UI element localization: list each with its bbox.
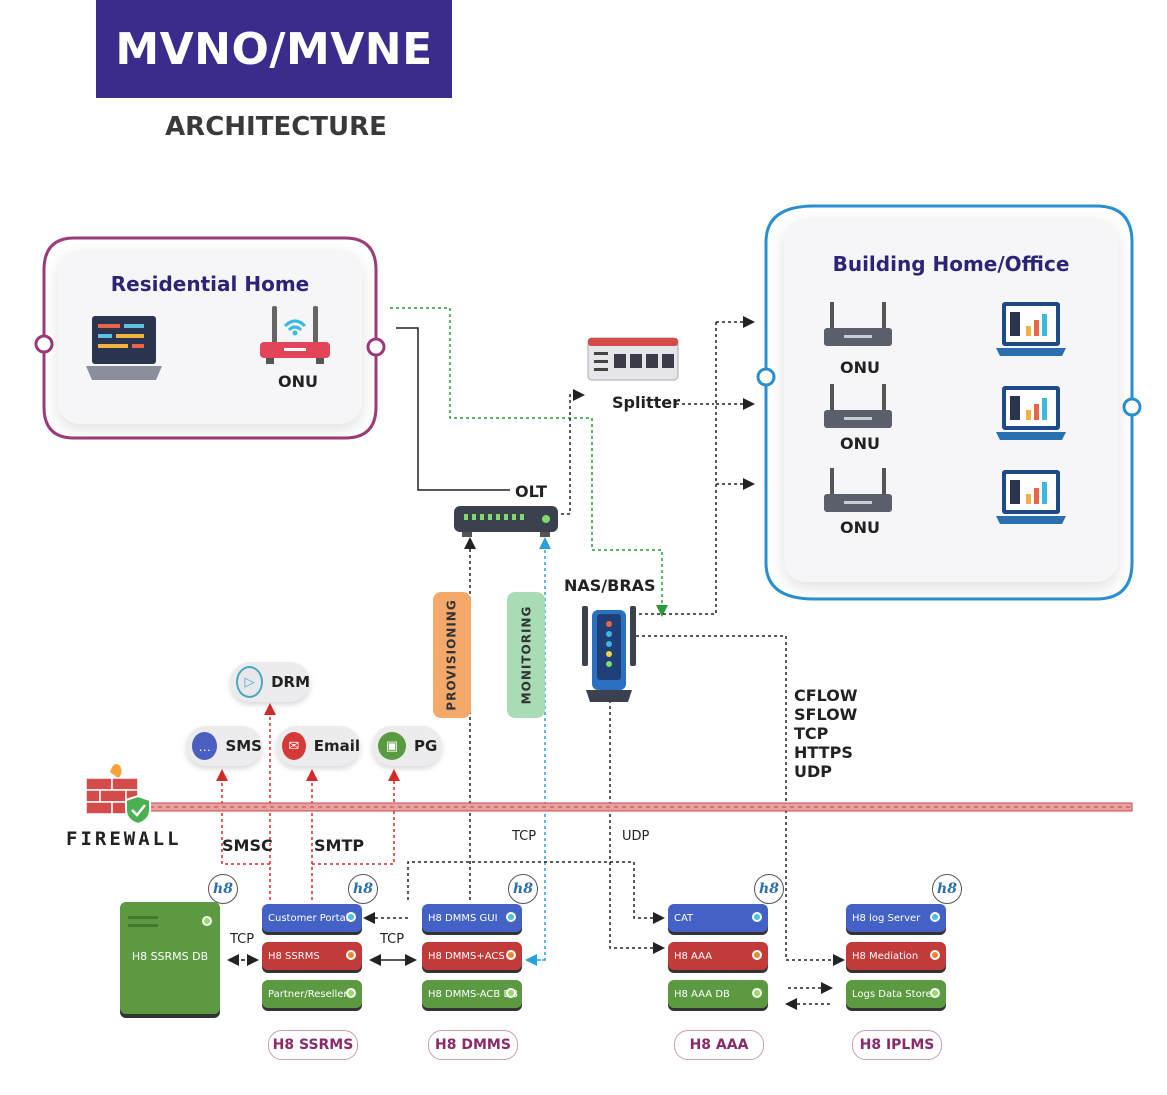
olt-device-icon [454, 506, 558, 537]
aaa-group-label: H8 AAA [674, 1030, 764, 1060]
pg-label: PG [414, 737, 438, 755]
laptop-icon [86, 316, 162, 380]
drm-service: ▷ DRM [230, 662, 310, 702]
title-banner: MVNO/MVNE [96, 0, 452, 98]
payment-icon: ▣ [378, 732, 406, 760]
status-led [346, 950, 356, 960]
residential-title: Residential Home [110, 272, 310, 296]
page-title: MVNO/MVNE [115, 23, 433, 75]
tcp-label-db: TCP [230, 932, 255, 947]
provisioning-label: PROVISIONING [445, 599, 459, 711]
status-led [930, 950, 940, 960]
ssrms-module: H8 SSRMS [262, 942, 362, 970]
status-led [752, 950, 762, 960]
firewall-label: FIREWALL [66, 828, 182, 850]
splitter-label: Splitter [612, 393, 680, 412]
splitter-icon [587, 337, 679, 381]
h8-logo-icon: h8 [348, 874, 378, 904]
status-led [346, 988, 356, 998]
email-label: Email [313, 737, 360, 755]
aaa-module: H8 AAA [668, 942, 768, 970]
laptop-chart-icon [996, 470, 1066, 524]
residential-onu-label: ONU [278, 372, 318, 391]
email-service: ✉ Email [276, 726, 360, 766]
status-led [506, 988, 516, 998]
h8-logo-icon: h8 [754, 874, 784, 904]
building-onu-label-2: ONU [840, 434, 880, 453]
laptop-chart-icon [996, 386, 1066, 440]
building-onu-icon [824, 468, 892, 512]
customer-portal-module: Customer Portal [262, 904, 362, 932]
status-led [506, 912, 516, 922]
dmms-group-label: H8 DMMS [428, 1030, 518, 1060]
dmms-gui-module: H8 DMMS GUI [422, 904, 522, 932]
dmms-acb-db-module: H8 DMMS-ACB DB [422, 980, 522, 1008]
status-led [752, 912, 762, 922]
tcp-label-dmms: TCP [380, 932, 405, 947]
status-led [506, 950, 516, 960]
iplms-group-label: H8 IPLMS [852, 1030, 942, 1060]
status-led [930, 912, 940, 922]
dmms-acs-module: H8 DMMS+ACS [422, 942, 522, 970]
ssrms-db-server: H8 SSRMS DB [120, 902, 220, 1014]
h8-logo-icon: h8 [508, 874, 538, 904]
page-subtitle: ARCHITECTURE [165, 112, 387, 142]
mail-icon: ✉ [282, 732, 306, 760]
h8-logo-icon: h8 [208, 874, 238, 904]
logs-data-store-module: Logs Data Store [846, 980, 946, 1008]
cat-module: CAT [668, 904, 768, 932]
nas-bras-device-icon [582, 606, 636, 702]
building-onu-icon [824, 302, 892, 346]
log-server-module: H8 log Server [846, 904, 946, 932]
db-vent [128, 924, 158, 927]
onu-router-icon [260, 306, 330, 364]
ssrms-db-label: H8 SSRMS DB [131, 950, 209, 963]
monitoring-label: MONITORING [519, 605, 534, 705]
protocol-cflow: CFLOW [794, 686, 858, 705]
ssrms-group-label: H8 SSRMS [268, 1030, 358, 1060]
protocol-tcp: TCP [794, 724, 829, 743]
pg-service: ▣ PG [372, 726, 442, 766]
nas-bras-label: NAS/BRAS [564, 576, 656, 595]
drm-label: DRM [271, 673, 310, 691]
aaa-db-module: H8 AAA DB [668, 980, 768, 1008]
status-led [346, 912, 356, 922]
sms-label: SMS [225, 737, 262, 755]
protocol-https: HTTPS [794, 743, 853, 762]
status-led [930, 988, 940, 998]
status-led [752, 988, 762, 998]
db-led [202, 916, 212, 926]
tcp-label-top: TCP [512, 829, 537, 844]
chat-icon: … [192, 732, 218, 760]
olt-label: OLT [515, 482, 548, 501]
smsc-label: SMSC [222, 836, 273, 855]
firewall-icon [85, 764, 151, 826]
laptop-chart-icon [996, 302, 1066, 356]
building-onu-icon [824, 384, 892, 428]
protocol-udp: UDP [794, 762, 832, 781]
udp-label: UDP [622, 829, 650, 844]
provisioning-tag: PROVISIONING [433, 592, 471, 718]
h8-logo-icon: h8 [932, 874, 962, 904]
building-onu-label-3: ONU [840, 518, 880, 537]
mediation-module: H8 Mediation [846, 942, 946, 970]
smtp-label: SMTP [314, 836, 365, 855]
partner-reseller-module: Partner/Reseller [262, 980, 362, 1008]
building-title: Building Home/Office [832, 252, 1070, 276]
sms-service: … SMS [186, 726, 262, 766]
building-onu-label-1: ONU [840, 358, 880, 377]
play-icon: ▷ [236, 666, 264, 698]
protocol-sflow: SFLOW [794, 705, 858, 724]
db-vent [128, 916, 158, 919]
monitoring-tag: MONITORING [507, 592, 545, 718]
